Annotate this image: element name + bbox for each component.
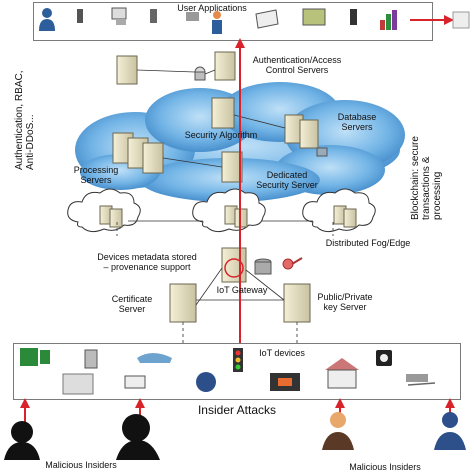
laptop-icon-2 — [255, 9, 279, 29]
right-side-line2: transactions & — [421, 156, 432, 220]
dedicated-server-label-line2: Security Server — [256, 180, 318, 190]
fog-servers-icons — [99, 205, 357, 228]
key-server-label-line2: key Server — [323, 302, 367, 312]
right-side-line1: Blockchain: secure — [410, 136, 421, 220]
certificate-server-icon — [169, 283, 197, 323]
malicious-insiders-right-label: Malicious Insiders — [349, 462, 421, 472]
iot-gateway-server-icon — [221, 247, 247, 283]
user-applications-label: User Applications — [177, 3, 247, 13]
certificate-server-label-line2: Server — [118, 304, 146, 314]
distributed-fog-label: Distributed Fog/Edge — [325, 238, 411, 248]
mobile-icon-2 — [150, 9, 157, 23]
auth-server-icon — [116, 51, 236, 85]
left-side-line2: Anti-DDoS... — [25, 114, 36, 170]
auth-servers-label-line2: Control Servers — [265, 65, 329, 75]
key-server-icon — [282, 257, 311, 323]
metadata-storage-icon — [254, 258, 272, 275]
chart-icon-1 — [380, 10, 397, 30]
left-side-line1: Authentication, RBAC, — [14, 70, 25, 171]
key-icon — [282, 257, 303, 270]
dedicated-server-label-line1: Dedicated — [266, 170, 308, 180]
user-applications-frame — [33, 2, 433, 41]
phone-icon-3 — [350, 9, 357, 25]
iot-devices-label: IoT devices — [259, 348, 305, 358]
database-servers-icon — [284, 114, 328, 157]
database-servers-label-line2: Servers — [341, 122, 373, 132]
insider-silhouette-2 — [116, 414, 160, 460]
metadata-label-line1: Devices metadata stored — [97, 252, 197, 262]
iot-device-icons — [20, 348, 436, 395]
insider-silhouette-4 — [434, 412, 466, 450]
right-side-line3: processing — [432, 171, 443, 220]
metadata-label-line2: – provenance support — [103, 262, 191, 272]
laptop-icon-1 — [186, 12, 199, 21]
monitor-icon-1 — [302, 8, 326, 26]
insider-silhouette-3 — [322, 412, 354, 450]
processing-servers-label-line1: Processing — [73, 165, 119, 175]
insider-silhouette-1 — [4, 421, 40, 460]
right-side-label: Blockchain: secure transactions & proces… — [410, 136, 443, 220]
security-algorithm-label: Security Algorithm — [184, 130, 258, 140]
processing-servers-label-line2: Servers — [80, 175, 112, 185]
insider-attacks-label: Insider Attacks — [197, 403, 277, 417]
user-app-devices — [39, 7, 470, 34]
auth-servers-label-line1: Authentication/Access — [252, 55, 342, 65]
phone-icon-1 — [77, 9, 83, 23]
processing-servers-icon — [112, 132, 164, 174]
left-side-label: Authentication, RBAC, Anti-DDoS... — [14, 71, 36, 171]
user-icon-1 — [39, 8, 55, 31]
key-server-label-line1: Public/Private — [317, 292, 373, 302]
certificate-server-label-line1: Certificate — [111, 294, 153, 304]
iot-gateway-label: IoT Gateway — [216, 285, 268, 295]
malicious-insiders-left-label: Malicious Insiders — [45, 460, 117, 470]
person-icon-2 — [212, 11, 222, 34]
desktop-icon-1 — [111, 7, 127, 25]
database-servers-label-line1: Database — [337, 112, 377, 122]
security-algorithm-server-icon — [211, 97, 235, 129]
